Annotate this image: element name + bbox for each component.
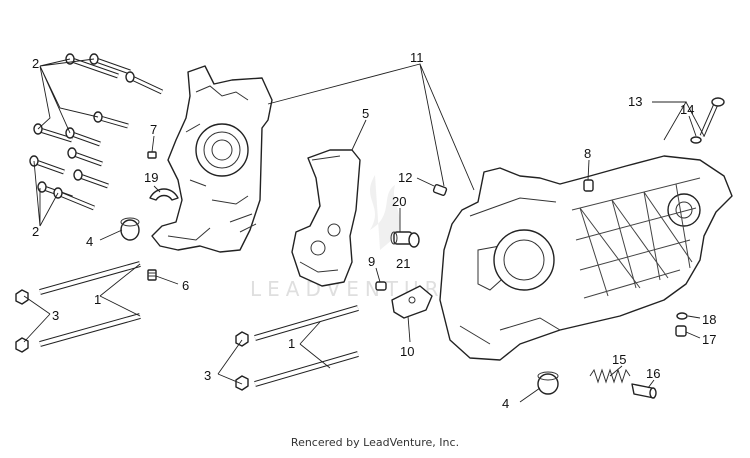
- dowel-8[interactable]: [583, 179, 594, 192]
- callout-13: 13: [628, 94, 642, 109]
- dowel-pin[interactable]: [147, 151, 157, 159]
- stud-center-group[interactable]: [254, 305, 359, 387]
- oil-seal-19[interactable]: [149, 188, 179, 201]
- callout-18: 18: [702, 312, 716, 327]
- stud-left-group[interactable]: [39, 261, 141, 347]
- crankcase-left-half[interactable]: [151, 65, 273, 253]
- crankcase-gasket[interactable]: [291, 149, 361, 287]
- spring-pin-6[interactable]: [147, 269, 157, 281]
- plug-17[interactable]: [675, 325, 687, 337]
- callout-21: 21: [396, 256, 410, 271]
- callout-20: 20: [392, 194, 406, 209]
- callout-2-top: 2: [32, 56, 39, 71]
- nut-center-group[interactable]: [235, 331, 249, 391]
- crankcase-right-half[interactable]: [439, 155, 733, 361]
- render-credit: Rencered by LeadVenture, Inc.: [290, 436, 460, 449]
- dowel-12[interactable]: [432, 184, 448, 196]
- washer-14[interactable]: [690, 136, 702, 144]
- long-bolt-13[interactable]: [699, 97, 725, 138]
- callout-4-left: 4: [86, 234, 93, 249]
- callout-19: 19: [144, 170, 158, 185]
- nut-left-group[interactable]: [15, 289, 29, 353]
- o-ring-21[interactable]: [408, 232, 420, 248]
- washer-18[interactable]: [676, 312, 688, 320]
- bushing-right[interactable]: [537, 371, 559, 395]
- callout-8: 8: [584, 146, 591, 161]
- callout-3-left: 3: [52, 308, 59, 323]
- bracket-10[interactable]: [391, 285, 433, 319]
- plunger-16[interactable]: [631, 383, 657, 399]
- leader-lines: [23, 58, 705, 403]
- callout-6: 6: [182, 278, 189, 293]
- callout-17: 17: [702, 332, 716, 347]
- callout-labels: 2 2 4 1 3 7 19 6 5 11 12 20 21 9 10 8 13…: [32, 50, 716, 411]
- callout-5: 5: [362, 106, 369, 121]
- spring-15[interactable]: [589, 368, 631, 384]
- callout-16: 16: [646, 366, 660, 381]
- callout-7: 7: [150, 122, 157, 137]
- callout-3-center: 3: [204, 368, 211, 383]
- callout-4-right: 4: [502, 396, 509, 411]
- callout-1-left: 1: [94, 292, 101, 307]
- callout-11: 11: [410, 50, 424, 65]
- callout-1-center: 1: [288, 336, 295, 351]
- callout-9: 9: [368, 254, 375, 269]
- bushing-left[interactable]: [120, 217, 140, 241]
- callout-10: 10: [400, 344, 414, 359]
- screw-9[interactable]: [375, 281, 387, 291]
- callout-14: 14: [680, 102, 694, 117]
- callout-12: 12: [398, 170, 412, 185]
- bolt-group[interactable]: [29, 53, 164, 211]
- callout-15: 15: [612, 352, 626, 367]
- callout-2-bottom: 2: [32, 224, 39, 239]
